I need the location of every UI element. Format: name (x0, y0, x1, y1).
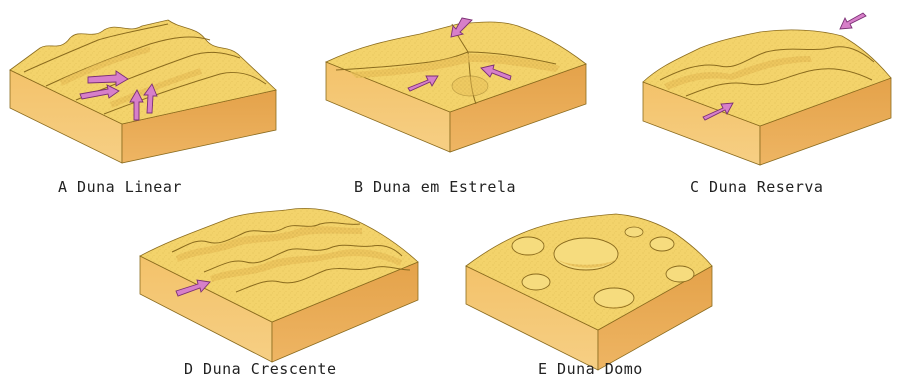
block-c-reversing-dune (643, 13, 891, 165)
dome-dune (650, 237, 674, 251)
star-dune-hollow (452, 76, 488, 96)
dome-dune (522, 274, 550, 290)
caption-star-dune: B Duna em Estrela (354, 178, 516, 196)
dome-dune (512, 237, 544, 255)
caption-linear-dune: A Duna Linear (58, 178, 182, 196)
dome-dune (625, 227, 643, 237)
dome-dune (666, 266, 694, 282)
block-e-dome-dune (466, 214, 712, 370)
block-b-star-dune (326, 18, 586, 152)
block-a-linear-dune (10, 20, 276, 163)
wind-arrow-icon (840, 13, 866, 29)
block-d-crescentic-dune (140, 208, 418, 362)
dome-dune (594, 288, 634, 308)
caption-reversing-dune: C Duna Reserva (690, 178, 823, 196)
caption-dome-dune: E Duna Domo (538, 360, 643, 378)
caption-crescentic-dune: D Duna Crescente (184, 360, 337, 378)
